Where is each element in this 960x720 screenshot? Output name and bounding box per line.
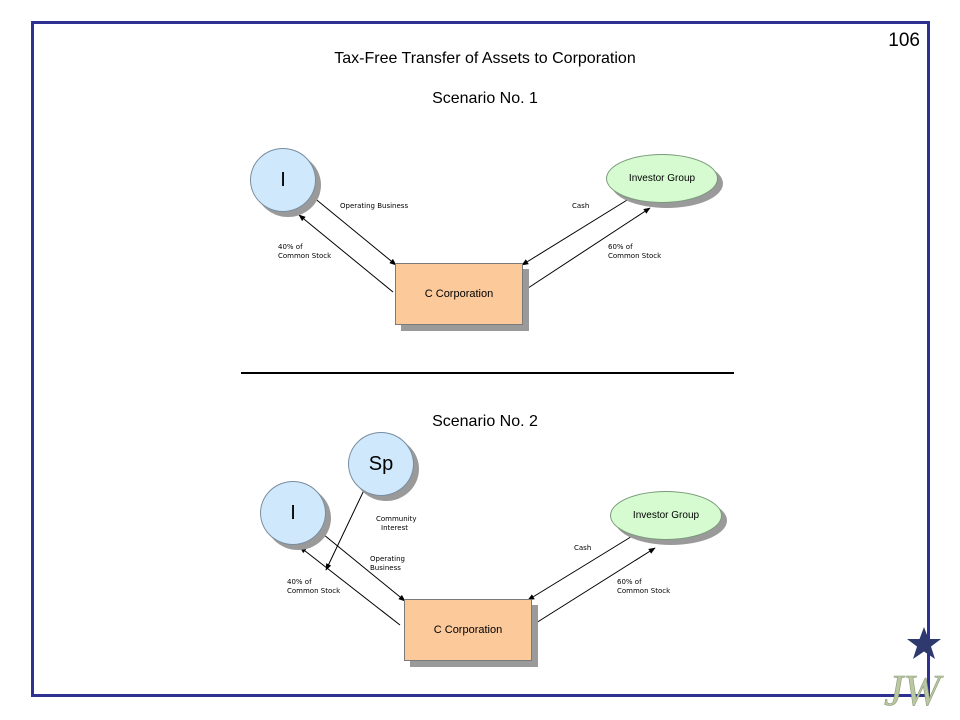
- spouse-label: Sp: [368, 452, 394, 475]
- label-60-percent: 60% of Common Stock: [608, 243, 661, 261]
- label-40-line1: 40% of: [278, 243, 303, 251]
- c-corporation-node: C Corporation: [395, 263, 523, 325]
- individual-label: I: [290, 501, 296, 524]
- label-community-interest: Community Interest: [376, 515, 417, 533]
- label-40-line2: Common Stock: [287, 587, 341, 595]
- investor-group-node: Investor Group: [606, 154, 718, 203]
- label-cash: Cash: [572, 202, 590, 210]
- label-60-line2: Common Stock: [608, 252, 662, 260]
- spouse-node: Sp: [348, 432, 414, 496]
- label-40-percent: 40% of Common Stock: [278, 243, 331, 261]
- label-40-percent: 40% of Common Stock: [287, 578, 340, 596]
- label-operating-line1: Operating: [370, 555, 405, 563]
- label-cash: Cash: [574, 544, 592, 552]
- page-number: 106: [888, 30, 920, 51]
- label-community-line1: Community: [376, 515, 417, 523]
- investor-group-node: Investor Group: [610, 491, 722, 540]
- individual-node: I: [250, 148, 316, 212]
- arrow-s1-stock-60: [521, 207, 651, 293]
- scenario-divider: [241, 372, 734, 374]
- label-operating-line2: Business: [370, 564, 401, 572]
- label-community-line2: Interest: [381, 524, 408, 532]
- scenario-1-heading: Scenario No. 1: [432, 90, 538, 107]
- arrow-s2-stock-40: [299, 546, 401, 626]
- arrow-s1-stock-40: [298, 214, 394, 293]
- label-operating-business: Operating Business: [370, 555, 405, 573]
- label-60-percent: 60% of Common Stock: [617, 578, 670, 596]
- label-40-line1: 40% of: [287, 578, 312, 586]
- label-40-line2: Common Stock: [278, 252, 332, 260]
- individual-label: I: [280, 168, 286, 191]
- arrow-s2-community-interest: [325, 487, 366, 571]
- page-title: Tax-Free Transfer of Assets to Corporati…: [334, 50, 636, 67]
- slide-frame: [31, 21, 930, 697]
- label-60-line2: Common Stock: [617, 587, 671, 595]
- svg-text:JW: JW: [884, 666, 944, 715]
- star-icon: [907, 627, 941, 659]
- label-60-line1: 60% of: [617, 578, 642, 586]
- jw-logo: JW: [884, 627, 944, 715]
- arrow-s1-operating-business: [306, 191, 397, 266]
- individual-node: I: [260, 481, 326, 545]
- arrow-s1-cash: [521, 196, 633, 266]
- arrow-s2-stock-60: [527, 547, 656, 629]
- investor-group-label: Investor Group: [628, 173, 696, 184]
- c-corporation-label: C Corporation: [424, 288, 494, 300]
- c-corporation-label: C Corporation: [433, 624, 503, 636]
- arrow-s2-operating-business: [317, 529, 406, 602]
- arrow-s2-cash: [527, 534, 635, 601]
- label-operating-business: Operating Business: [340, 202, 409, 210]
- label-60-line1: 60% of: [608, 243, 633, 251]
- scenario-2-heading: Scenario No. 2: [432, 413, 538, 430]
- c-corporation-node: C Corporation: [404, 599, 532, 661]
- investor-group-label: Investor Group: [632, 510, 700, 521]
